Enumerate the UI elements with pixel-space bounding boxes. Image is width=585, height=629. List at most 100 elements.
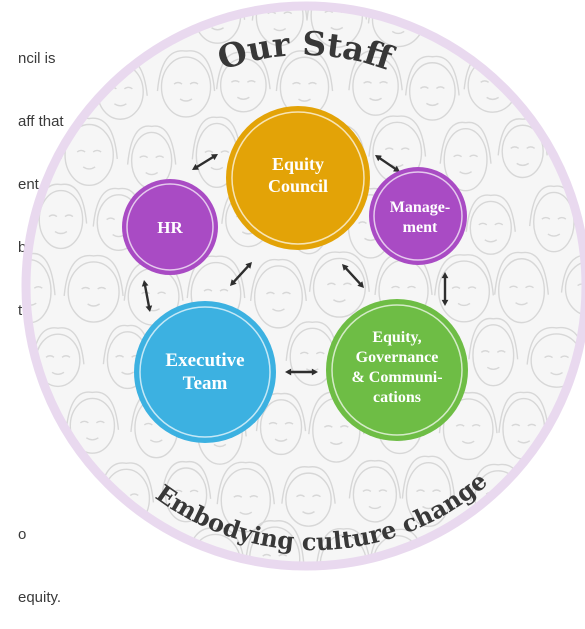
sketch-face — [133, 531, 177, 563]
sketch-hair — [215, 51, 271, 90]
sketch-hair — [249, 258, 307, 301]
sketch-hair — [562, 9, 583, 23]
sketch-hair — [308, 251, 370, 292]
sketch-eye — [65, 491, 74, 495]
sketch-eye — [157, 291, 167, 295]
sketch-mouth — [302, 511, 315, 515]
sketch-eye — [19, 561, 27, 563]
sketch-eye — [79, 420, 89, 424]
sketch-hair — [434, 9, 492, 25]
outer-ring — [21, 1, 585, 571]
sketch-mouth — [459, 575, 471, 577]
sketch-eye — [478, 222, 488, 226]
sketch-eye — [342, 282, 352, 286]
sketch-eye — [315, 351, 325, 355]
sketch-face — [188, 533, 242, 563]
equity-governance-inner-ring — [331, 304, 463, 436]
sketch-eye — [61, 355, 71, 358]
sketch-eye — [296, 494, 305, 498]
sketch-mouth — [461, 440, 475, 444]
sketch-face — [566, 9, 583, 50]
sketch-hair — [244, 520, 305, 563]
arrow-head — [441, 272, 449, 279]
sketch-mouth — [145, 171, 159, 176]
sketch-hair — [495, 9, 551, 29]
sketch-eye — [246, 80, 256, 83]
sketch-eye — [79, 14, 88, 18]
sketch-eye — [580, 423, 583, 427]
sketch-hair — [34, 48, 85, 91]
hr-inner-ring — [126, 183, 214, 271]
sketch-eye — [514, 555, 524, 559]
sketch-eye — [379, 81, 388, 84]
sketch-mouth — [333, 299, 346, 303]
sketch-eye — [74, 558, 84, 562]
sketch-eye — [501, 491, 511, 495]
sketch-eye — [34, 146, 43, 149]
side-text-line: t — [18, 302, 23, 319]
sketch-face — [164, 467, 208, 523]
background-circle — [29, 9, 583, 563]
sketch-eye — [266, 291, 275, 295]
equity-governance-label-1: Equity, — [372, 329, 421, 346]
sketch-mouth — [457, 302, 471, 307]
sketch-hair — [434, 254, 495, 296]
sketch-eye — [95, 14, 104, 18]
sketch-eye — [204, 150, 214, 153]
sketch-eye — [326, 282, 336, 286]
arrow-head — [192, 163, 199, 170]
sketch-eye — [203, 288, 213, 292]
sketch-eye — [451, 286, 461, 290]
management-inner-ring — [373, 171, 463, 261]
sketch-hair — [558, 125, 583, 164]
sketch-eye — [233, 495, 243, 498]
sketch-mouth — [550, 503, 564, 508]
sketch-mouth — [422, 505, 435, 510]
equity-governance-label-3: & Communi- — [351, 369, 442, 386]
sketch-mouth — [85, 437, 99, 441]
sketch-eye — [450, 15, 460, 19]
sketch-mouth — [213, 443, 227, 448]
sketch-eye — [542, 85, 552, 89]
sketch-eye — [45, 355, 55, 358]
sketch-eye — [268, 421, 278, 425]
sketch-eye — [299, 351, 309, 355]
sketch-hair — [368, 115, 427, 157]
sketch-eye — [33, 286, 43, 289]
equity-council-label-2: Council — [268, 176, 328, 196]
sketch-eye — [544, 355, 553, 359]
sketch-eye — [49, 491, 58, 495]
arrow-equity-council-executive — [230, 262, 252, 286]
sketch-eye — [106, 217, 116, 221]
sketch-eye — [530, 555, 540, 559]
node-management: Manage- ment — [369, 167, 467, 265]
sketch-hair — [529, 457, 583, 497]
sketch-eye — [401, 14, 411, 18]
sketch-mouth — [459, 171, 472, 175]
sketch-mouth — [149, 572, 161, 574]
sketch-mouth — [29, 441, 33, 445]
sketch-eye — [155, 155, 165, 159]
sketch-mouth — [81, 576, 93, 578]
sketch-mouth — [209, 578, 221, 580]
sketch-mouth — [87, 303, 101, 307]
sketch-hair — [156, 50, 216, 92]
sketch-face — [569, 400, 583, 458]
sketch-eye — [312, 494, 321, 498]
sketch-face — [442, 398, 494, 461]
sketch-mouth — [516, 162, 530, 167]
sketch-eye — [455, 423, 465, 427]
sketch-eye — [510, 146, 520, 149]
sketch-eye — [494, 222, 504, 226]
equity-governance-label-2: Governance — [356, 349, 439, 366]
sketch-mouth — [516, 36, 530, 40]
sketch-mouth — [29, 32, 37, 36]
sketch-hair — [401, 455, 456, 499]
sketch-eye — [143, 422, 153, 426]
sketch-eye — [218, 560, 228, 563]
sketch-face — [255, 9, 304, 47]
side-text-line: ncil is — [18, 50, 56, 67]
sketch-eye — [432, 489, 441, 493]
sketch-eye — [19, 147, 27, 149]
sketch-hair — [315, 528, 372, 563]
